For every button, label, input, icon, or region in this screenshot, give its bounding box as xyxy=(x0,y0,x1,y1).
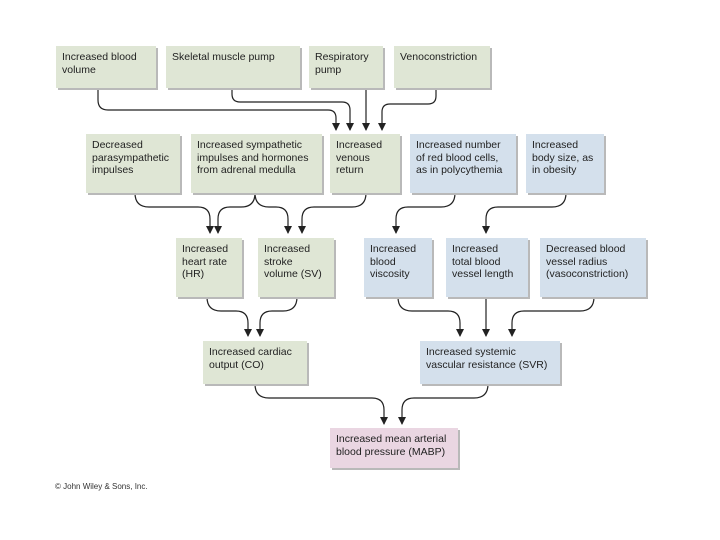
arrow-svr-to-mabp xyxy=(398,383,489,425)
box-increased-mabp: Increased mean arterial blood pressure (… xyxy=(330,428,458,468)
arrow-muscle-pump-to-venous-return xyxy=(231,88,354,131)
arrow-sympathetic-to-stroke-volume xyxy=(254,192,292,234)
arrow-stroke-volume-to-cardiac-output xyxy=(256,296,298,337)
arrow-red-blood-cells-to-viscosity xyxy=(392,192,456,234)
box-venoconstriction: Venoconstriction xyxy=(394,46,490,88)
arrow-cardiac-output-to-mabp xyxy=(254,383,388,425)
box-increased-stroke-volume: Increased stroke volume (SV) xyxy=(258,238,334,297)
arrow-blood-volume-to-venous-return xyxy=(97,88,340,131)
arrow-body-size-to-vessel-length xyxy=(482,192,567,234)
box-increased-blood-volume: Increased blood volume xyxy=(56,46,156,88)
arrow-vessel-radius-to-svr xyxy=(508,296,595,337)
box-increased-sympathetic: Increased sympathetic impulses and hormo… xyxy=(191,134,322,193)
box-skeletal-muscle-pump: Skeletal muscle pump xyxy=(166,46,300,88)
arrow-venous-return-to-stroke-volume xyxy=(298,192,367,234)
box-decreased-vessel-radius: Decreased blood vessel radius (vasoconst… xyxy=(540,238,646,297)
arrow-sympathetic-to-heart-rate xyxy=(214,192,256,234)
box-increased-cardiac-output: Increased cardiac output (CO) xyxy=(203,341,307,384)
box-increased-body-size: Increased body size, as in obesity xyxy=(526,134,604,193)
copyright-notice: © John Wiley & Sons, Inc. xyxy=(55,482,148,491)
box-increased-heart-rate: Increased heart rate (HR) xyxy=(176,238,242,297)
box-increased-vessel-length: Increased total blood vessel length xyxy=(446,238,528,297)
box-increased-svr: Increased systemic vascular resistance (… xyxy=(420,341,560,384)
arrow-parasympathetic-to-heart-rate xyxy=(134,192,214,234)
arrow-venoconstriction-to-venous-return xyxy=(378,88,437,131)
box-increased-blood-viscosity: Increased blood viscosity xyxy=(364,238,432,297)
box-decreased-parasympathetic: Decreased parasympathetic impulses xyxy=(86,134,180,193)
box-respiratory-pump: Respiratory pump xyxy=(309,46,383,88)
arrow-heart-rate-to-cardiac-output xyxy=(206,296,252,337)
box-increased-red-blood-cells: Increased number of red blood cells, as … xyxy=(410,134,516,193)
arrow-viscosity-to-svr xyxy=(397,296,464,337)
box-increased-venous-return: Increased venous return xyxy=(330,134,400,193)
